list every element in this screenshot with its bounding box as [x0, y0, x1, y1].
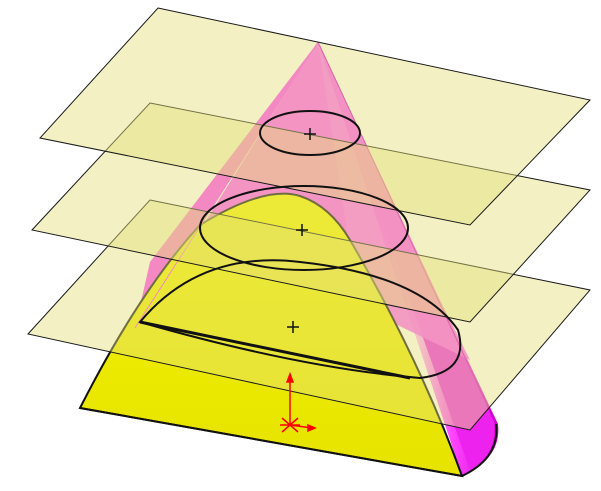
origin-triad-icon	[280, 371, 317, 433]
plane-bottom[interactable]	[27, 199, 591, 431]
center-mark-top	[304, 128, 316, 140]
plane-top[interactable]	[39, 7, 591, 226]
section-ellipse-middle[interactable]	[199, 185, 409, 271]
cone-silhouette-left	[134, 41, 319, 329]
cone-base-edge	[79, 407, 498, 478]
section-ellipse-top[interactable]	[259, 110, 361, 156]
center-mark-lower	[287, 321, 299, 333]
section-parabola-line[interactable]	[139, 320, 411, 380]
section-ellipse-lower[interactable]	[138, 259, 462, 380]
cone-back-surface[interactable]	[200, 42, 470, 360]
plane-middle[interactable]	[31, 102, 591, 323]
center-mark-middle	[296, 224, 308, 236]
